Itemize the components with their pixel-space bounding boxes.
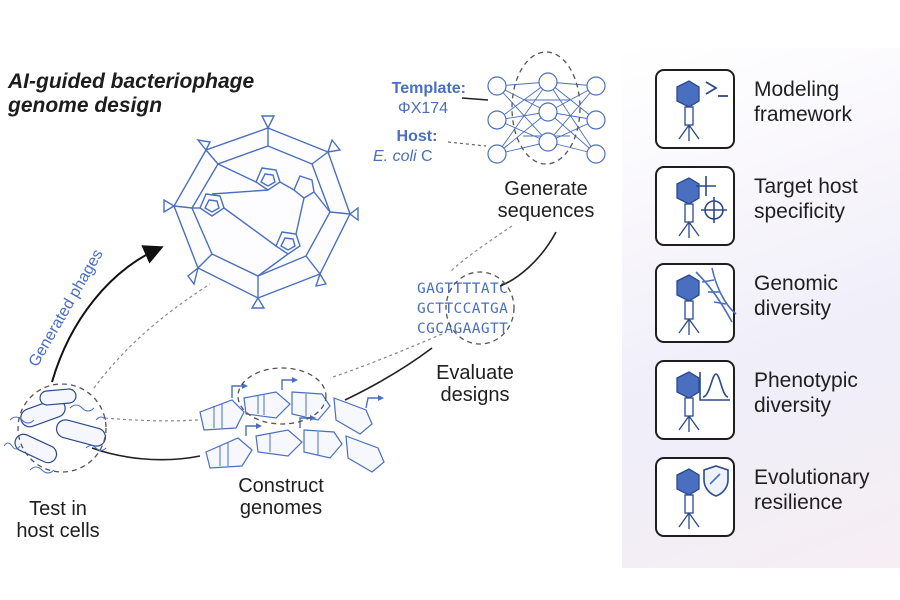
host-value: E. coli C (373, 148, 433, 165)
diagram-title: AI-guided bacteriophage genome design (8, 70, 255, 117)
host-label: Host: (396, 128, 438, 145)
generated-phages-label: Generated phages (25, 246, 107, 370)
genome-constructs (199, 377, 385, 473)
feature-icon-box (655, 263, 735, 343)
feature-icon-box (655, 457, 735, 537)
sequence-line: GCTTCCATGA (417, 301, 509, 317)
phage-capsid (163, 115, 359, 309)
network-highlight-circle (511, 51, 581, 165)
sequence-line: GAGTTTTATC (417, 281, 509, 297)
sequence-line: CGCAGAAGTT (417, 321, 509, 337)
feature-icon-box (655, 69, 735, 149)
feature-icon-box (655, 360, 735, 440)
host-connector (447, 141, 487, 147)
template-value: ΦX174 (397, 100, 449, 117)
template-connector (461, 97, 489, 101)
host-cells (3, 388, 107, 474)
feature-icon-box (655, 166, 735, 246)
neural-network (487, 72, 606, 164)
host-highlight-circle (17, 383, 107, 473)
template-label: Template: (391, 80, 466, 97)
sequence-list: GAGTTTTATC GCTTCCATGA CGCAGAAGTT (417, 279, 508, 339)
construct-to-test-line (91, 447, 201, 461)
generate-to-evaluate-line (499, 231, 557, 287)
